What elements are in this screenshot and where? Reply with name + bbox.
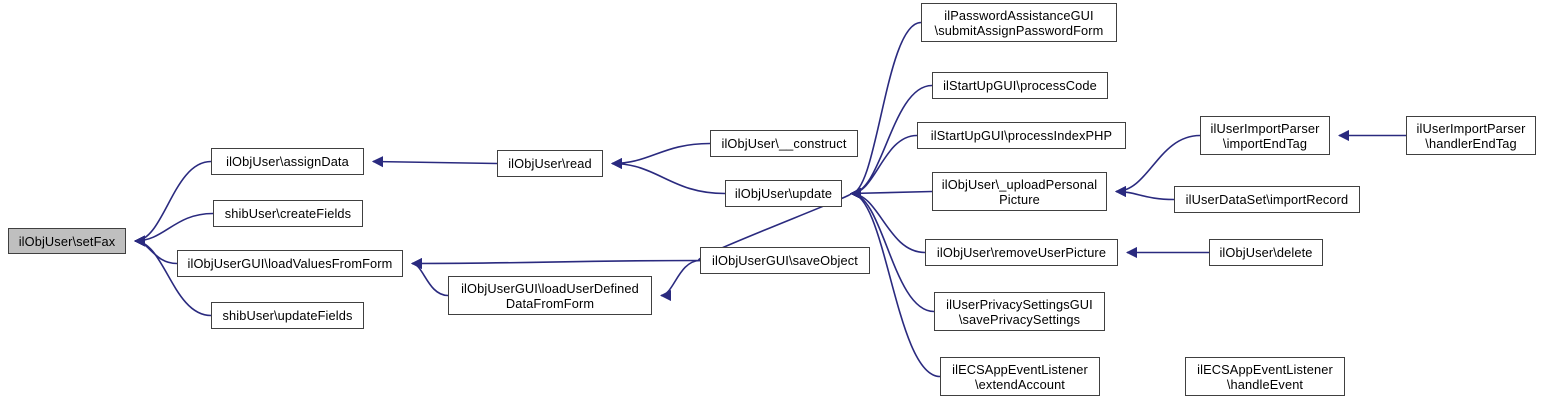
edge-createFields-to-setFax bbox=[133, 212, 214, 247]
edge-importRecord-to-uploadPersonalPicture bbox=[1114, 185, 1175, 201]
edge-processIndexPHP-to-update bbox=[849, 134, 918, 200]
graph-node-handlerEndTag[interactable]: ilUserImportParser \handlerEndTag bbox=[1406, 116, 1536, 155]
edge-update-to-read bbox=[610, 157, 726, 195]
edge-extendAccount-to-update bbox=[849, 187, 941, 378]
graph-node-assignData[interactable]: ilObjUser\assignData bbox=[211, 148, 364, 175]
edge-loadUserDefined-to-loadValuesFromForm bbox=[410, 257, 449, 297]
edge-construct-to-read bbox=[610, 142, 711, 170]
graph-node-createFields[interactable]: shibUser\createFields bbox=[213, 200, 363, 227]
edge-submitAssignPassword-to-update bbox=[849, 21, 922, 200]
edge-uploadPersonalPicture-to-update bbox=[849, 187, 933, 199]
graph-node-importRecord[interactable]: ilUserDataSet\importRecord bbox=[1174, 186, 1360, 213]
graph-node-read[interactable]: ilObjUser\read bbox=[497, 150, 603, 177]
graph-node-construct[interactable]: ilObjUser\__construct bbox=[710, 130, 858, 157]
graph-node-removeUserPicture[interactable]: ilObjUser\removeUserPicture bbox=[925, 239, 1118, 266]
graph-node-extendAccount[interactable]: ilECSAppEventListener \extendAccount bbox=[940, 357, 1100, 396]
graph-node-loadUserDefined[interactable]: ilObjUserGUI\loadUserDefined DataFromFor… bbox=[448, 276, 652, 315]
graph-node-setFax[interactable]: ilObjUser\setFax bbox=[8, 228, 126, 254]
graph-node-submitAssignPassword[interactable]: ilPasswordAssistanceGUI \submitAssignPas… bbox=[921, 3, 1117, 42]
graph-node-updateFields[interactable]: shibUser\updateFields bbox=[211, 302, 364, 329]
edge-removeUserPicture-to-update bbox=[849, 187, 926, 254]
graph-node-processIndexPHP[interactable]: ilStartUpGUI\processIndexPHP bbox=[917, 122, 1126, 149]
graph-node-delete[interactable]: ilObjUser\delete bbox=[1209, 239, 1323, 266]
edge-importEndTag-to-uploadPersonalPicture bbox=[1114, 134, 1201, 198]
edge-saveObject-to-loadValuesFromForm bbox=[410, 257, 701, 270]
graph-node-loadValuesFromForm[interactable]: ilObjUserGUI\loadValuesFromForm bbox=[177, 250, 403, 277]
edge-saveObject-to-loadUserDefined bbox=[659, 259, 701, 302]
graph-node-handleEvent[interactable]: ilECSAppEventListener \handleEvent bbox=[1185, 357, 1345, 396]
graph-node-importEndTag[interactable]: ilUserImportParser \importEndTag bbox=[1200, 116, 1330, 155]
edge-assignData-to-setFax bbox=[133, 160, 212, 247]
graph-node-savePrivacySettings[interactable]: ilUserPrivacySettingsGUI \savePrivacySet… bbox=[934, 292, 1105, 331]
graph-node-update[interactable]: ilObjUser\update bbox=[725, 180, 842, 207]
edge-loadValuesFromForm-to-setFax bbox=[133, 235, 178, 265]
graph-node-processCode[interactable]: ilStartUpGUI\processCode bbox=[932, 72, 1108, 99]
edge-read-to-assignData bbox=[371, 156, 498, 168]
graph-node-uploadPersonalPicture[interactable]: ilObjUser\_uploadPersonal Picture bbox=[932, 172, 1107, 211]
graph-node-saveObject[interactable]: ilObjUserGUI\saveObject bbox=[700, 247, 870, 274]
